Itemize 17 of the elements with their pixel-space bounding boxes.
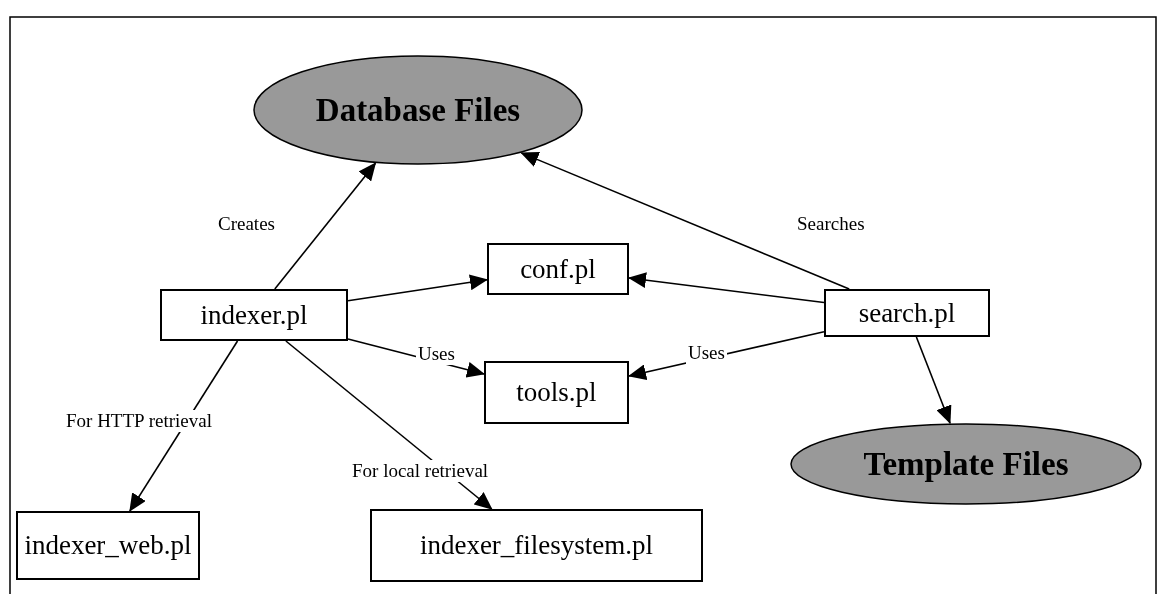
ellipse-node: Database Files — [253, 55, 583, 165]
process-box: tools.pl — [484, 361, 629, 424]
process-box: search.pl — [824, 289, 990, 337]
arrow — [520, 152, 850, 290]
edge-label: For local retrieval — [350, 460, 491, 482]
arrow — [274, 162, 377, 290]
process-box: indexer_web.pl — [16, 511, 200, 580]
arrow — [285, 340, 493, 510]
process-box: conf.pl — [487, 243, 629, 295]
edge-label: For HTTP retrieval — [64, 410, 214, 432]
ellipse-node: Template Files — [790, 423, 1142, 505]
arrow — [347, 274, 488, 302]
arrow — [628, 272, 825, 304]
process-box: indexer_filesystem.pl — [370, 509, 703, 582]
arrow — [129, 340, 239, 512]
process-box: indexer.pl — [160, 289, 348, 341]
arrow — [915, 336, 952, 425]
